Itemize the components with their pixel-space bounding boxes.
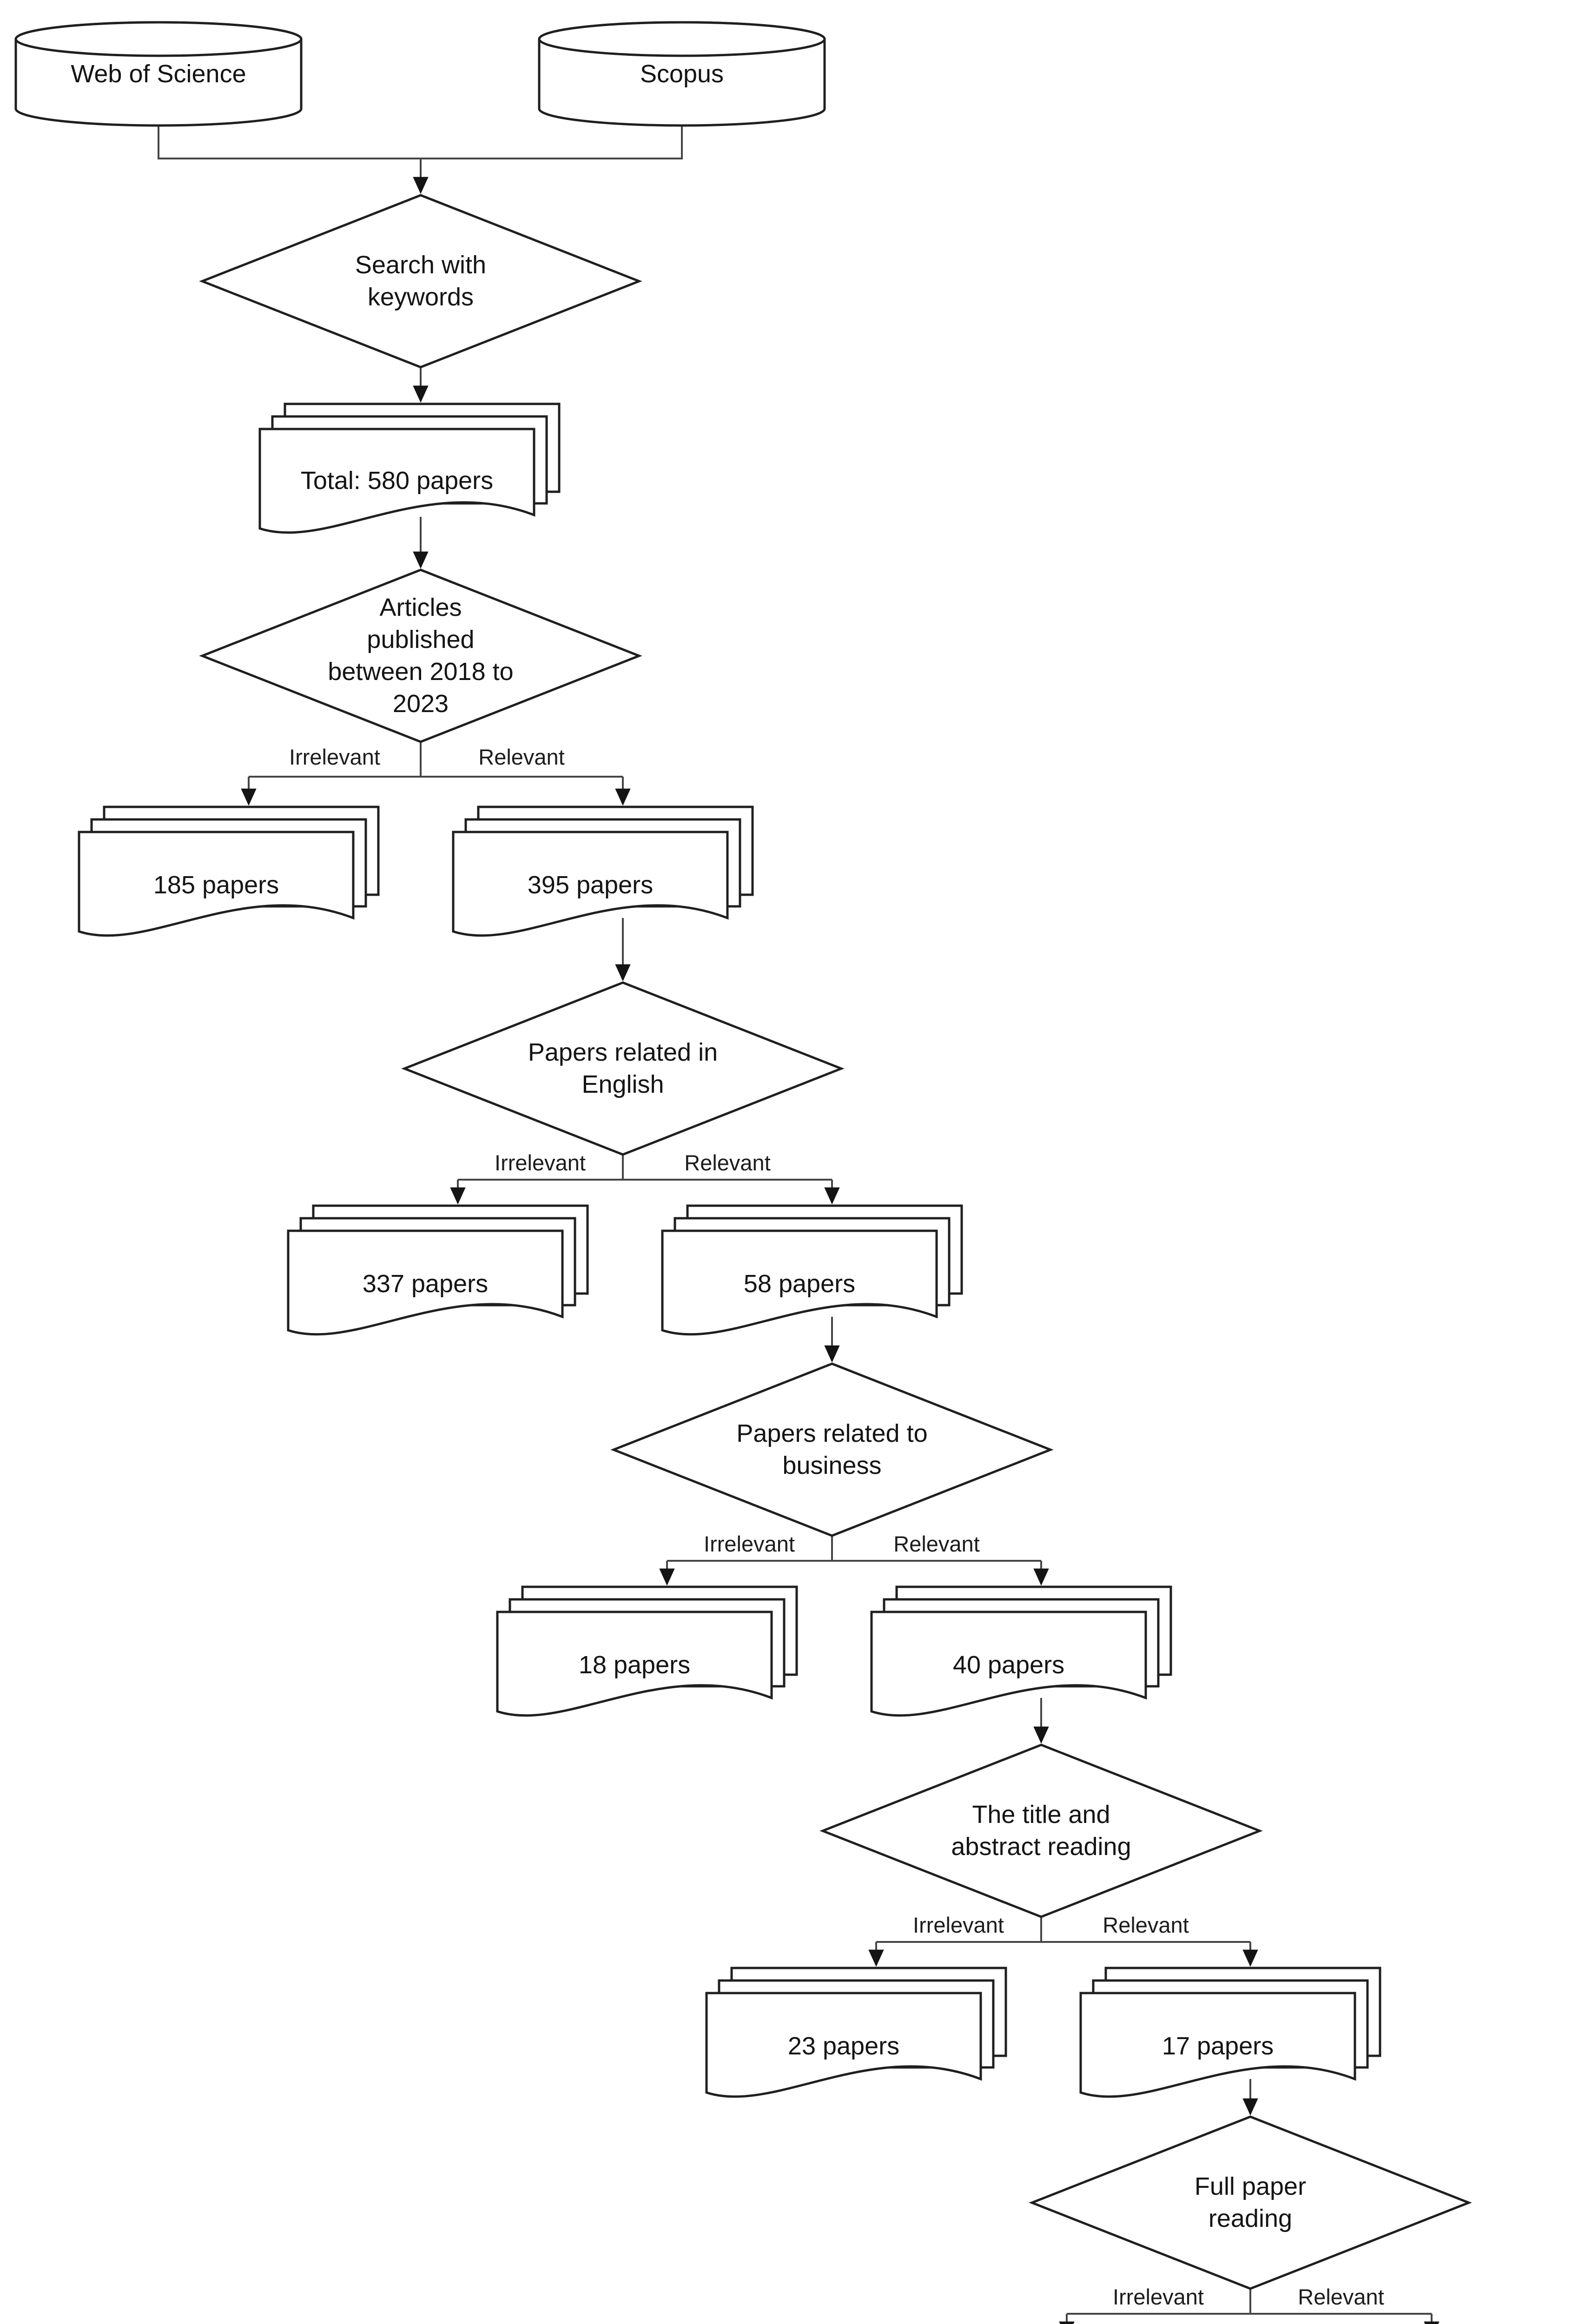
- database-shape-web-of-science: [14, 21, 303, 127]
- decision-shape-title-abstract: [819, 1743, 1263, 1918]
- database-shape-scopus: [538, 21, 826, 127]
- decision-shape-full-paper: [1029, 2115, 1472, 2290]
- multidocument-shape-18-papers: [497, 1587, 797, 1716]
- decision-shape-english: [401, 981, 845, 1156]
- multidocument-shape-23-papers: [707, 1968, 1006, 2097]
- decision-shape-search-keywords: [199, 194, 642, 369]
- multidocument-shape-58-papers: [662, 1206, 962, 1334]
- decision-shape-year-filter: [199, 568, 642, 743]
- multidocument-shape-17-papers: [1081, 1968, 1380, 2097]
- multidocument-shape-337-papers: [288, 1206, 588, 1334]
- multidocument-shape-40-papers: [872, 1587, 1171, 1716]
- decision-shape-business: [610, 1362, 1054, 1537]
- multidocument-shape-185-papers: [79, 807, 378, 936]
- multidocument-shape-395-papers: [453, 807, 753, 936]
- multidocument-shape-total-580: [260, 404, 559, 533]
- edge-databases-merge: [158, 120, 683, 159]
- connectors: [158, 120, 1440, 2324]
